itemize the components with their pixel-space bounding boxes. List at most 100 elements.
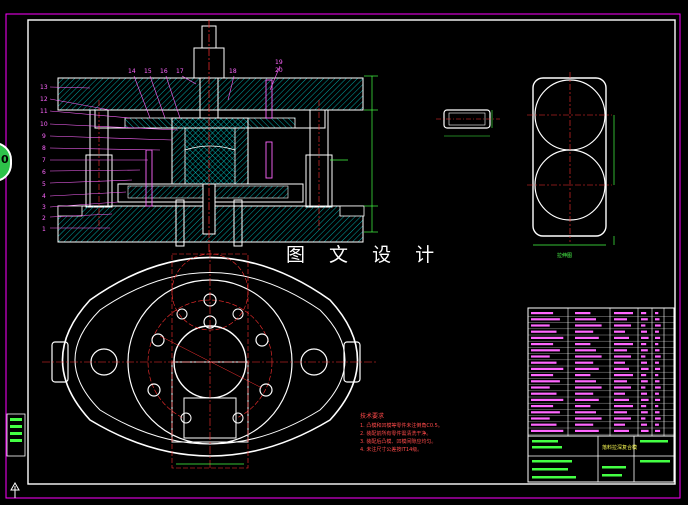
bom-row-mark (614, 429, 629, 432)
bom-row-mark (655, 318, 660, 321)
bom-row-mark (641, 374, 647, 377)
part-number-3: 3 (42, 204, 46, 211)
bom-row-mark (614, 324, 631, 327)
bom-row-mark (641, 361, 647, 364)
part-number-11: 11 (40, 108, 48, 115)
bom-row-mark (641, 349, 648, 352)
bom-row-mark (641, 423, 647, 426)
bom-row-mark (575, 349, 596, 352)
bom-row-mark (531, 367, 564, 370)
bom-row-mark (641, 429, 649, 432)
bom-row-mark (641, 318, 648, 321)
bom-row-mark (575, 324, 602, 327)
bom-row-mark (641, 330, 647, 333)
bom-row-mark (641, 380, 648, 383)
bom-row-mark (614, 374, 633, 377)
bom-row-mark (655, 367, 661, 370)
bom-row-mark (531, 429, 564, 432)
part-number-12: 12 (40, 96, 48, 103)
part-number-7: 7 (42, 157, 46, 164)
title-block-cell-mark (640, 440, 668, 443)
bom-row-mark (531, 405, 554, 408)
bom-row-mark (531, 355, 550, 358)
plan-view (42, 250, 378, 470)
bom-row-mark (655, 324, 661, 327)
part-number-5: 5 (42, 181, 46, 188)
bom-row-mark (641, 355, 646, 358)
bom-row-mark (531, 398, 564, 401)
bom-row-mark (531, 330, 557, 333)
bom-row-mark (531, 386, 550, 389)
bom-row-mark (614, 411, 627, 414)
bom-row-mark (575, 361, 594, 364)
bom-row-mark (531, 312, 554, 315)
bom-row-mark (614, 398, 629, 401)
part-number-8: 8 (42, 145, 46, 152)
technical-note-line: 1. 凸模和凹模等零件未注倒角C0.5。 (360, 423, 443, 429)
bom-row-mark (575, 392, 594, 395)
bom-row-mark (614, 423, 625, 426)
bom-row-mark (614, 380, 627, 383)
bom-row-mark (641, 324, 646, 327)
part-number-16: 16 (160, 68, 168, 75)
part-number-15: 15 (144, 68, 152, 75)
bom-row-mark (655, 349, 660, 352)
part-number-10: 10 (40, 121, 48, 128)
bom-row-mark (575, 374, 591, 377)
technical-notes: 技术要求 1. 凸模和凹模等零件未注倒角C0.5。 2. 装配前所有零件需清洗干… (360, 411, 443, 454)
bom-row-mark (575, 312, 591, 315)
bom-row-mark (641, 312, 647, 315)
bom-row-mark (641, 343, 647, 346)
part-number-2: 2 (42, 215, 46, 222)
bom-row-mark (614, 355, 631, 358)
bom-row-mark (575, 330, 594, 333)
bom-row-mark (531, 423, 557, 426)
bom-row-mark (575, 417, 602, 420)
bom-row-mark (575, 336, 599, 339)
blank-view-caption: 拉伸图 (557, 253, 573, 259)
bom-row-mark (655, 417, 661, 420)
part-number-4: 4 (42, 193, 46, 200)
bom-row-mark (655, 392, 659, 395)
bom-row-mark (575, 367, 599, 370)
part-number-1: 1 (42, 226, 46, 233)
bom-row-mark (614, 367, 629, 370)
part-number-6: 6 (42, 169, 46, 176)
title-block-cell-mark (532, 476, 576, 479)
bom-row-mark (531, 361, 557, 364)
bom-row-mark (655, 343, 659, 346)
bom-row-mark (641, 336, 649, 339)
bom-row-mark (655, 411, 660, 414)
bom-row-mark (655, 386, 661, 389)
bom-row-mark (655, 380, 660, 383)
part-number-19: 19 (275, 59, 283, 66)
title-block-cell-mark (532, 446, 562, 449)
bom-row-mark (531, 343, 554, 346)
bom-row-mark (531, 318, 560, 321)
bom-row-mark (655, 355, 661, 358)
bom-row-mark (614, 330, 625, 333)
bom-row-mark (614, 405, 633, 408)
bom-row-mark (655, 330, 659, 333)
part-number-20: 20 (275, 67, 283, 74)
bom-row-mark (641, 392, 647, 395)
title-block-cell-mark (532, 460, 572, 463)
bom-row-mark (575, 343, 591, 346)
title-block-cell-mark (532, 440, 558, 443)
bom-row-mark (614, 343, 633, 346)
bom-row-mark (655, 312, 659, 315)
bom-row-mark (614, 349, 627, 352)
title-block-cell-mark (602, 474, 622, 477)
bom-row-mark (655, 336, 661, 339)
side-badge-label: 0 (1, 153, 9, 166)
section-view (49, 20, 378, 252)
technical-notes-title: 技术要求 (360, 413, 385, 420)
bom-row-mark (531, 349, 560, 352)
bom-row-mark (575, 318, 596, 321)
bom-row-mark (575, 380, 596, 383)
blank-layout-view (527, 72, 615, 246)
bom-row-mark (641, 405, 647, 408)
title-block-cell-mark (602, 466, 626, 469)
bom-row-mark (575, 386, 602, 389)
bom-row-mark (614, 361, 625, 364)
